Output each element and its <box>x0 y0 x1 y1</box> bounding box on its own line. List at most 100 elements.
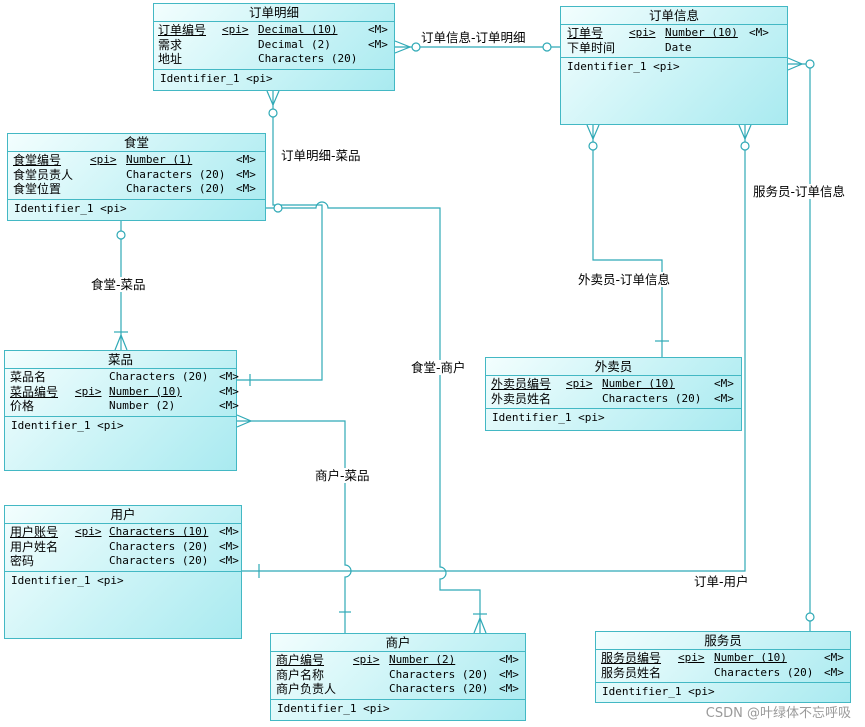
entity-title: 菜品 <box>5 351 236 369</box>
attribute-pi: <pi> <box>90 153 117 166</box>
attribute-mandatory: <M> <box>499 682 519 695</box>
attribute-mandatory: <M> <box>368 37 388 51</box>
attribute-mandatory: <M> <box>499 653 519 666</box>
attribute-mandatory: <M> <box>219 554 239 567</box>
crowfoot-xinxi-right <box>787 57 804 71</box>
attribute-mandatory: <M> <box>236 153 256 166</box>
attribute-type: Characters (20) <box>126 182 226 195</box>
attribute-mandatory: <M> <box>824 665 844 679</box>
attribute-mandatory: <M> <box>219 525 239 538</box>
rel-label-waimai-xinxi: 外卖员-订单信息 <box>577 272 672 287</box>
attribute-mandatory: <M> <box>219 384 239 398</box>
entity-identifier: Identifier_1 <pi> <box>11 418 124 432</box>
attribute-row: 地址 Characters (20) <box>154 52 394 67</box>
attribute-type: Characters (20) <box>109 539 209 553</box>
entity-title: 食堂 <box>8 134 265 152</box>
attribute-mandatory: <M> <box>219 370 239 383</box>
attribute-mandatory: <M> <box>368 23 388 36</box>
entity-title: 订单明细 <box>154 4 394 22</box>
attribute-name: 订单编号 <box>158 23 207 37</box>
entity-identifier: Identifier_1 <pi> <box>567 60 680 73</box>
attribute-mandatory: <M> <box>219 539 239 553</box>
attribute-name: 菜品名 <box>10 370 47 384</box>
crowfoot-caipin-right <box>236 414 253 428</box>
attribute-name: 菜品编号 <box>10 384 59 399</box>
entity-title: 服务员 <box>596 632 850 650</box>
attribute-pi: <pi> <box>75 384 102 398</box>
entity-title: 订单信息 <box>561 7 787 25</box>
rel-line-dingdan-yonghu <box>242 125 746 572</box>
attribute-name: 商户编号 <box>276 653 325 667</box>
entity-identifier: Identifier_1 <pi> <box>14 201 127 215</box>
attribute-mandatory: <M> <box>714 377 734 390</box>
attribute-pi: <pi> <box>353 653 380 666</box>
rel-label-xinxi-mingxi: 订单信息-订单明细 <box>420 30 527 45</box>
circle-fuwu-top <box>805 612 815 622</box>
entity-identifier: Identifier_1 <pi> <box>492 411 605 424</box>
crowfoot-mingxi <box>394 40 412 54</box>
attribute-pi: <pi> <box>222 23 249 36</box>
attribute-row: 菜品名 Characters (20) <M> <box>5 370 239 385</box>
circle-shitang-right <box>273 203 283 213</box>
attribute-name: 下单时间 <box>567 40 616 55</box>
attribute-type: Number (2) <box>389 653 456 666</box>
attribute-type: Number (10) <box>665 26 738 39</box>
entity-shitang[interactable]: 食堂食堂编号 <pi> Number (1) <M> 食堂员责人 Characters (… <box>7 133 266 221</box>
attribute-type: Number (1) <box>126 153 193 166</box>
attribute-type: Number (10) <box>714 651 787 664</box>
attribute-row: 服务员编号<pi>Number (10)<M> <box>596 651 850 666</box>
entity-title: 商户 <box>271 634 525 652</box>
entity-attributes: 食堂编号 <pi> Number (1) <M> 食堂员责人 Characters (20… <box>8 152 265 200</box>
attribute-type: Characters (20) <box>389 667 489 681</box>
rel-line-mingxi-caipin <box>237 91 323 381</box>
circle-xinxi <box>542 42 552 52</box>
attribute-mandatory: <M> <box>499 667 519 681</box>
entity-identifier: Identifier_1 <pi> <box>277 701 390 715</box>
attribute-type: Characters (20) <box>602 391 702 405</box>
attribute-pi: <pi> <box>75 525 102 538</box>
attribute-name: 地址 <box>158 52 183 66</box>
attribute-pi: <pi> <box>566 377 593 390</box>
attribute-pi: <pi> <box>629 26 656 39</box>
rel-label-shanghu-caipin: 商户-菜品 <box>314 468 371 483</box>
attribute-type: Number (10) <box>602 377 675 390</box>
attribute-name: 食堂员责人 <box>13 167 74 182</box>
circle-shitang-bottom <box>116 230 126 240</box>
attribute-name: 商户负责人 <box>276 682 337 696</box>
attribute-mandatory: <M> <box>219 399 239 412</box>
rel-label-shitang-caipin: 食堂-菜品 <box>90 277 147 292</box>
attribute-type: Characters (20) <box>126 167 226 181</box>
attribute-name: 食堂编号 <box>13 153 62 167</box>
attribute-name: 服务员编号 <box>601 651 662 665</box>
rel-line-shitang-shanghu <box>266 201 481 633</box>
attribute-type: Characters (20) <box>109 370 209 383</box>
entity-title: 用户 <box>5 506 241 524</box>
circle-mingxi-bottom <box>268 108 278 118</box>
circle-mingxi <box>411 42 421 52</box>
crowfoot-xinxi-left <box>586 124 600 141</box>
rel-line-shanghu-caipin <box>237 420 352 633</box>
attribute-type: Characters (10) <box>109 525 209 538</box>
attribute-type: Characters (20) <box>258 52 358 65</box>
attribute-mandatory: <M> <box>749 26 769 39</box>
